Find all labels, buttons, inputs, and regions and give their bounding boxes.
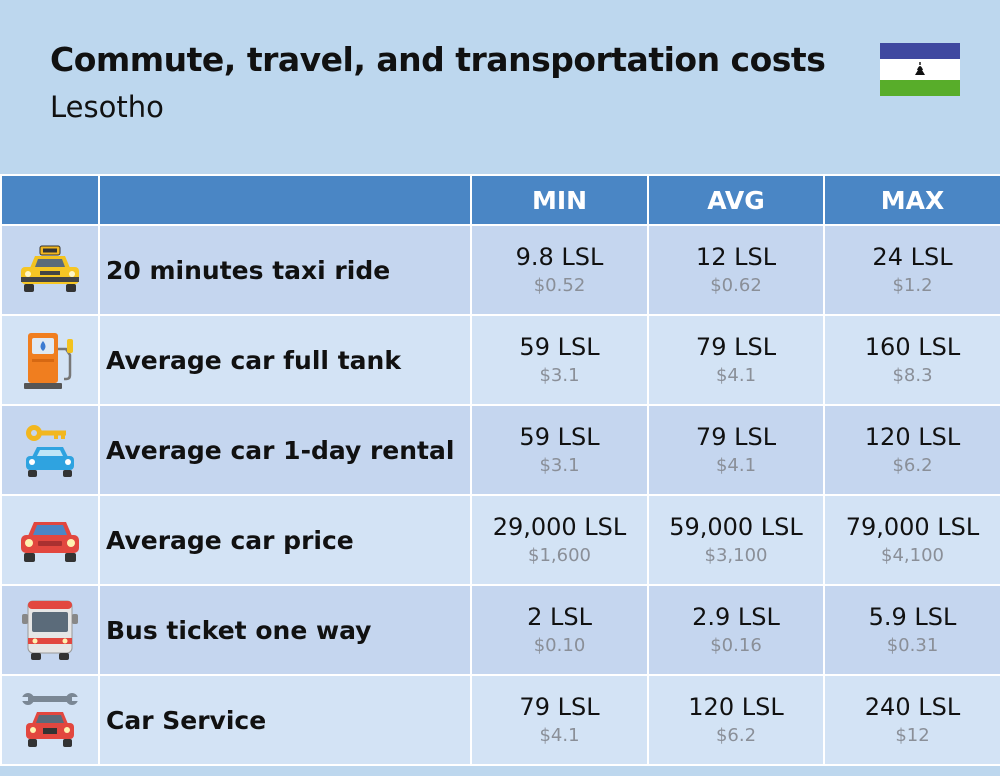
row-icon-cell (0, 404, 100, 496)
cell-value-usd: $3,100 (704, 545, 768, 566)
table-row: Average car price 29,000 LSL $1,600 59,0… (0, 494, 1000, 586)
car-service-icon (22, 693, 78, 747)
table-row: Car Service 79 LSL $4.1 120 LSL $6.2 240… (0, 674, 1000, 766)
cell-avg: 79 LSL $4.1 (647, 314, 825, 406)
row-icon-cell (0, 314, 100, 406)
cell-value-lsl: 120 LSL (688, 693, 784, 721)
cell-value-usd: $4.1 (715, 455, 757, 476)
table-row: Average car full tank 59 LSL $3.1 79 LSL… (0, 314, 1000, 406)
cell-value-usd: $6.2 (715, 725, 757, 746)
cost-table: MIN AVG MAX (0, 174, 1000, 766)
bus-icon (22, 600, 78, 660)
cell-value-lsl: 59 LSL (519, 423, 600, 451)
fuel-pump-icon (24, 333, 73, 389)
row-label: Average car price (98, 494, 472, 586)
cell-value-lsl: 2 LSL (527, 603, 592, 631)
cell-avg: 120 LSL $6.2 (647, 674, 825, 766)
cell-value-lsl: 2.9 LSL (692, 603, 780, 631)
row-icon-cell (0, 674, 100, 766)
cell-value-usd: $4.1 (715, 365, 757, 386)
column-header-max: MAX (823, 174, 1000, 226)
cell-value-usd: $1.2 (892, 275, 933, 296)
cell-value-usd: $0.16 (710, 635, 762, 656)
header-icon-cell (0, 174, 100, 226)
cell-value-usd: $1,600 (528, 545, 591, 566)
cell-value-usd: $0.52 (533, 275, 586, 296)
cell-value-lsl: 12 LSL (695, 243, 777, 271)
row-label: Car Service (98, 674, 472, 766)
cell-min: 2 LSL $0.10 (470, 584, 649, 676)
row-label: Average car 1-day rental (98, 404, 472, 496)
cell-max: 120 LSL $6.2 (823, 404, 1000, 496)
row-label: Average car full tank (98, 314, 472, 406)
row-icon-cell (0, 584, 100, 676)
row-icon-cell (0, 494, 100, 586)
row-icon-cell (0, 224, 100, 316)
cell-avg: 2.9 LSL $0.16 (647, 584, 825, 676)
cell-value-usd: $0.62 (710, 275, 762, 296)
cell-value-lsl: 9.8 LSL (515, 243, 604, 271)
table-row: Average car 1-day rental 59 LSL $3.1 79 … (0, 404, 1000, 496)
table-row: 20 minutes taxi ride 9.8 LSL $0.52 12 LS… (0, 224, 1000, 316)
table-header-row: MIN AVG MAX (0, 174, 1000, 226)
cell-avg: 12 LSL $0.62 (647, 224, 825, 316)
cell-value-lsl: 29,000 LSL (492, 513, 627, 541)
cell-value-usd: $4,100 (881, 545, 944, 566)
cell-value-usd: $0.10 (533, 635, 586, 656)
cell-value-usd: $0.31 (886, 635, 939, 656)
cell-value-lsl: 79,000 LSL (845, 513, 980, 541)
lesotho-flag-icon (880, 43, 960, 96)
cell-value-lsl: 79 LSL (519, 693, 600, 721)
cell-max: 160 LSL $8.3 (823, 314, 1000, 406)
cell-value-usd: $3.1 (539, 365, 580, 386)
cell-value-usd: $4.1 (539, 725, 580, 746)
page-subtitle: Lesotho (50, 90, 164, 124)
cell-min: 29,000 LSL $1,600 (470, 494, 649, 586)
page-title: Commute, travel, and transportation cost… (50, 40, 826, 79)
column-header-avg: AVG (647, 174, 825, 226)
cell-min: 79 LSL $4.1 (470, 674, 649, 766)
car-icon (21, 522, 79, 562)
cell-value-usd: $8.3 (892, 365, 933, 386)
table-row: Bus ticket one way 2 LSL $0.10 2.9 LSL $… (0, 584, 1000, 676)
cell-value-lsl: 240 LSL (864, 693, 961, 721)
header: Commute, travel, and transportation cost… (0, 0, 1000, 174)
cell-avg: 79 LSL $4.1 (647, 404, 825, 496)
cell-min: 59 LSL $3.1 (470, 314, 649, 406)
row-label: 20 minutes taxi ride (98, 224, 472, 316)
cell-value-lsl: 79 LSL (695, 423, 777, 451)
cell-value-lsl: 24 LSL (872, 243, 953, 271)
cell-avg: 59,000 LSL $3,100 (647, 494, 825, 586)
taxi-icon (21, 245, 79, 292)
row-label: Bus ticket one way (98, 584, 472, 676)
cell-max: 240 LSL $12 (823, 674, 1000, 766)
cell-max: 79,000 LSL $4,100 (823, 494, 1000, 586)
cell-value-lsl: 160 LSL (864, 333, 961, 361)
cell-min: 59 LSL $3.1 (470, 404, 649, 496)
cell-value-lsl: 79 LSL (695, 333, 777, 361)
cell-min: 9.8 LSL $0.52 (470, 224, 649, 316)
column-header-min: MIN (470, 174, 649, 226)
header-label-cell (98, 174, 472, 226)
cell-value-lsl: 5.9 LSL (868, 603, 957, 631)
cell-value-lsl: 59 LSL (519, 333, 600, 361)
cell-max: 24 LSL $1.2 (823, 224, 1000, 316)
car-key-icon (26, 425, 74, 477)
cell-value-lsl: 120 LSL (864, 423, 961, 451)
cell-value-usd: $12 (895, 725, 930, 746)
cell-max: 5.9 LSL $0.31 (823, 584, 1000, 676)
cell-value-usd: $3.1 (539, 455, 580, 476)
cell-value-usd: $6.2 (892, 455, 933, 476)
cell-value-lsl: 59,000 LSL (669, 513, 803, 541)
